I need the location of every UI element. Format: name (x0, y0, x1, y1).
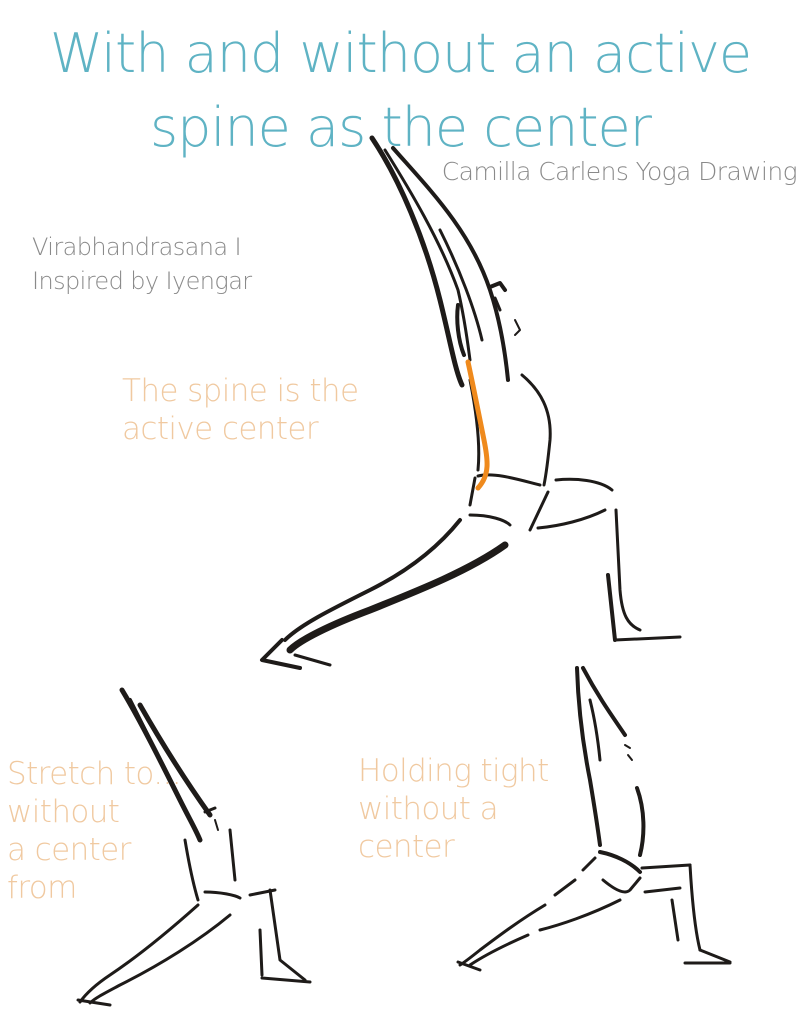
pose-label: Virabhandrasana I Inspired by Iyengar (32, 230, 252, 298)
page-title-line-1: With and without an active (49, 22, 752, 85)
caption-right-line-3: center (358, 829, 455, 865)
caption-right-line-2: without a (358, 791, 499, 827)
caption-main: The spine is the active center (122, 372, 359, 448)
caption-right-line-1: Holding tight (358, 753, 549, 789)
caption-right: Holding tight without a center (358, 752, 549, 866)
left-figure-drawing (76, 687, 312, 1007)
right-figure-drawing (456, 666, 732, 972)
caption-left-line-3: a center (7, 832, 131, 868)
author-byline: Camilla Carlens Yoga Drawing (441, 157, 798, 186)
caption-left-line-1: Stretch to... (7, 756, 182, 792)
caption-main-line-1: The spine is the (122, 373, 359, 409)
caption-left-line-4: from (7, 870, 77, 906)
pose-name: Virabhandrasana I (32, 233, 242, 261)
spine-highlight (465, 359, 490, 491)
caption-main-line-2: active center (122, 411, 319, 447)
page-title-line-2: spine as the center (150, 96, 652, 159)
main-figure-drawing (260, 135, 682, 670)
pose-inspiration: Inspired by Iyengar (32, 267, 252, 295)
caption-left: Stretch to... without a center from (7, 755, 182, 907)
caption-left-line-2: without (7, 794, 120, 830)
